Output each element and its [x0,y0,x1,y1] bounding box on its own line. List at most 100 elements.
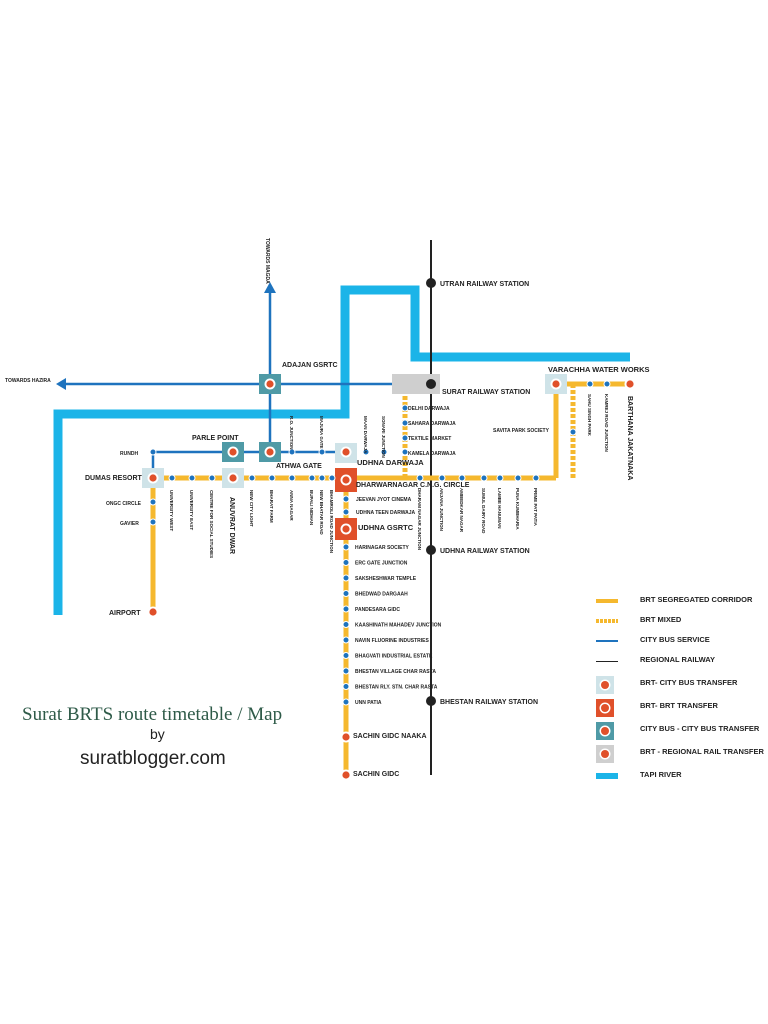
legend-label: BRT - REGIONAL RAIL TRANSFER [640,747,764,756]
west-stop-label: NEW CITY LIGHT [249,490,254,527]
legend-swatch-citybus [596,640,618,642]
arrow-left-icon [56,378,66,390]
north-stop-dot[interactable] [362,448,370,456]
east-stop-dot[interactable] [603,380,611,388]
east-stop-dot[interactable] [586,380,594,388]
udhna-station-dot[interactable] [426,545,436,555]
south-stop-label: BHESTAN VILLAGE CHAR RASTA [355,669,436,675]
west-stop-dot[interactable] [308,474,316,482]
south-stop-dot[interactable] [342,652,350,659]
delhi-darwaja-dot[interactable] [401,404,409,412]
credit-title: Surat BRTS route timetable / Map [22,704,283,725]
west-stop-dot[interactable] [208,474,216,482]
north-stop-dot[interactable] [380,448,388,456]
west-stop-dot[interactable] [268,474,276,482]
legend-swatch-brt_rail [596,745,614,763]
south-stop-dot[interactable] [342,667,350,675]
south-stop-dot[interactable] [342,559,350,566]
surat-station-transfer[interactable] [392,374,440,394]
south-stop-dot[interactable] [342,543,350,551]
credit-site[interactable]: suratblogger.com [80,748,226,769]
east-stop-label: DHARAM NAGAR JUNCTION [417,488,422,550]
utran-station-dot[interactable] [426,278,436,288]
anuvrat-dwar-dot-core [229,474,237,482]
east-stop-dot[interactable] [458,474,466,482]
legend-station-dot [601,750,609,758]
south-stop-dot[interactable] [342,636,350,644]
south-stop-dot[interactable] [342,621,350,628]
legend-item-brt_rail: BRT - REGIONAL RAIL TRANSFER [596,745,768,763]
ongc-label: ONGC CIRCLE [106,501,142,507]
udhna-teen-label: UDHNA TEEN DARWAJA [356,510,416,516]
surat-station-dot[interactable] [426,379,436,389]
tapi-river [53,285,630,615]
south-stop-label: BHAGVATI INDUSTRIAL ESTATE [355,654,433,660]
legend-item-segregated: BRT SEGREGATED CORRIDOR [596,593,768,609]
bhestan-station-label: BHESTAN RAILWAY STATION [440,699,538,706]
east-stop-dot[interactable] [438,474,446,482]
west-stop-dot[interactable] [248,474,256,482]
kamela-darwaja-dot[interactable] [401,448,409,456]
west-stop-label: BHAMROLI ROAD JUNCTION [329,490,334,553]
east-stop-label: AMBEDKAR NAGAR [459,488,464,533]
south-stop-dot[interactable] [342,605,350,613]
legend-swatch-brt_citybus [596,676,614,694]
udhna-teen-dot[interactable] [342,508,350,516]
legend-label: BRT- BRT TRANSFER [640,701,718,710]
south-stop-dot[interactable] [342,574,350,582]
north-stop-label: R.O. JUNCTION [289,416,294,450]
south-stop-label: ERC GATE JUNCTION [355,561,408,567]
textile-market-dot[interactable] [401,434,409,442]
bhestan-station-dot[interactable] [426,696,436,706]
east-stop-label: SUMUL DAIRY ROAD [481,488,486,534]
athwa-gate-label: ATHWA GATE [276,463,322,470]
jeevan-jyot-dot[interactable] [342,495,350,503]
dumas-resort-dot-core [149,474,157,482]
west-stop-dot[interactable] [288,474,296,482]
east-stop-dot[interactable] [532,474,540,482]
south-stop-label: BHEDWAD DARGAAH [355,592,408,598]
savita-park-label: SAVITA PARK SOCIETY [493,428,550,434]
north-stop-dot[interactable] [318,448,326,456]
utran-station-label: UTRAN RAILWAY STATION [440,281,529,288]
west-stop-label: CENTRE FOR SOCIAL STUDIES [209,490,214,558]
udhna-darwaja-label: UDHNA DARWAJA [357,458,424,467]
gavier-dot[interactable] [149,518,157,526]
sachin-naaka-dot-core [342,733,350,741]
east-stop-dot[interactable] [480,474,488,482]
sahara-darwaja-dot[interactable] [401,419,409,427]
south-stop-dot[interactable] [342,683,350,690]
south-stop-label: SAKSHESHWAR TEMPLE [355,576,417,582]
legend-item-citybus: CITY BUS SERVICE [596,633,768,649]
sahara-darwaja-label: SAHARA DARWAJA [408,421,456,427]
west-stop-dot[interactable] [188,474,196,482]
west-stop-label: BUPALI NIDHAN [309,490,314,525]
north-stop-dot[interactable] [288,448,296,456]
savita-park-dot[interactable] [569,428,577,436]
south-stop-dot[interactable] [342,698,350,706]
varachha-label: VARACHHA WATER WORKS [548,365,650,374]
legend-label: CITY BUS - CITY BUS TRANSFER [640,724,760,733]
delhi-darwaja-label: DELHI DARWAJA [408,406,450,412]
rundh-dot[interactable] [149,448,157,456]
parle-point-dot-core [229,448,237,456]
towards-magdalla-label: TOWARDS MAGDA [264,238,270,284]
dumas-resort-label: DUMAS RESORT [85,475,143,482]
legend-item-tapi: TAPI RIVER [596,768,768,784]
dharwarnagar-dot-core [342,476,350,484]
west-stop-dot[interactable] [318,474,326,482]
south-stop-dot[interactable] [342,590,350,597]
varachha-dot-core [552,380,560,388]
east-stop-label: ANJANA JUNCTION [439,488,444,531]
west-stop-dot[interactable] [168,474,176,482]
ongc-dot[interactable] [149,498,157,506]
east-stop-dot[interactable] [416,474,424,482]
legend-swatch-tapi [596,773,618,779]
legend-item-brt_citybus: BRT- CITY BUS TRANSFER [596,676,768,694]
west-stop-dot[interactable] [328,474,336,482]
east-stop-dot[interactable] [496,474,504,482]
east-stop-dot[interactable] [514,474,522,482]
